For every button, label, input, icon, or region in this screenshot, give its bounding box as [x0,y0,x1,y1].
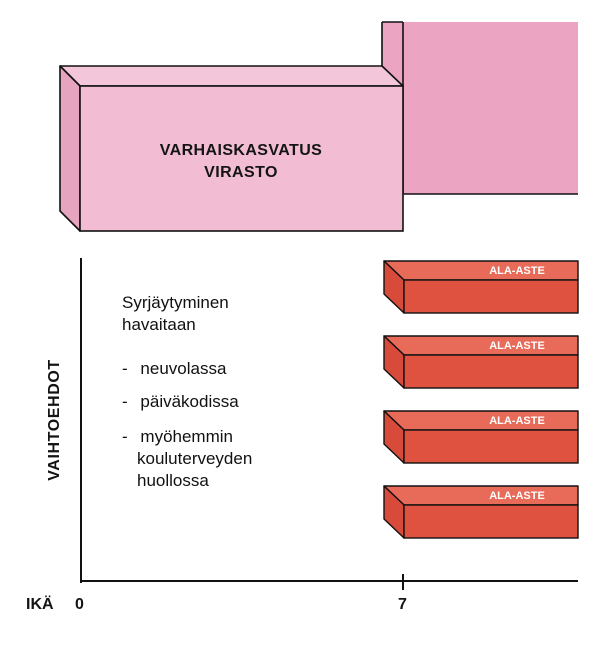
description-item: - neuvolassa [122,358,226,380]
school-bar-1 [383,260,579,314]
description-title-line2: havaitaan [122,315,196,334]
description-item-text: huollossa [137,471,209,490]
bullet-dash: - [122,427,128,446]
school-bar-label: ALA-ASTE [489,415,545,427]
agency-label-line2: VIRASTO [204,164,278,181]
school-bar-2 [383,335,579,389]
description-title-line1: Syrjäytyminen [122,293,229,312]
description-item-text: päiväkodissa [140,392,239,411]
bullet-dash: - [122,392,128,411]
x-axis-label: IKÄ [26,596,54,613]
agency-label-line1: VARHAISKASVATUS [159,142,323,159]
axes [80,258,578,590]
agency-block [59,65,404,232]
school-bar-3 [383,410,579,464]
description-item: - päiväkodissa [122,391,239,413]
agency-block-label: VARHAISKASVATUS VIRASTO [80,140,402,184]
description-item-text: myöhemmin [140,427,233,446]
description-item: - myöhemmin kouluterveyden huollossa [122,426,252,492]
school-bar-label: ALA-ASTE [489,340,545,352]
description-title: Syrjäytyminen havaitaan [122,292,229,336]
x-tick-label-0: 0 [75,596,84,613]
y-axis-label: VAIHTOEHDOT [46,359,63,481]
school-bar-label: ALA-ASTE [489,265,545,277]
x-tick-label-7: 7 [398,596,407,613]
description-item-text: kouluterveyden [137,449,253,468]
description-item-text: neuvolassa [140,359,227,378]
bullet-dash: - [122,359,128,378]
school-bar-label: ALA-ASTE [489,490,545,502]
school-bar-4 [383,485,579,539]
agency-back-panel [381,21,578,195]
